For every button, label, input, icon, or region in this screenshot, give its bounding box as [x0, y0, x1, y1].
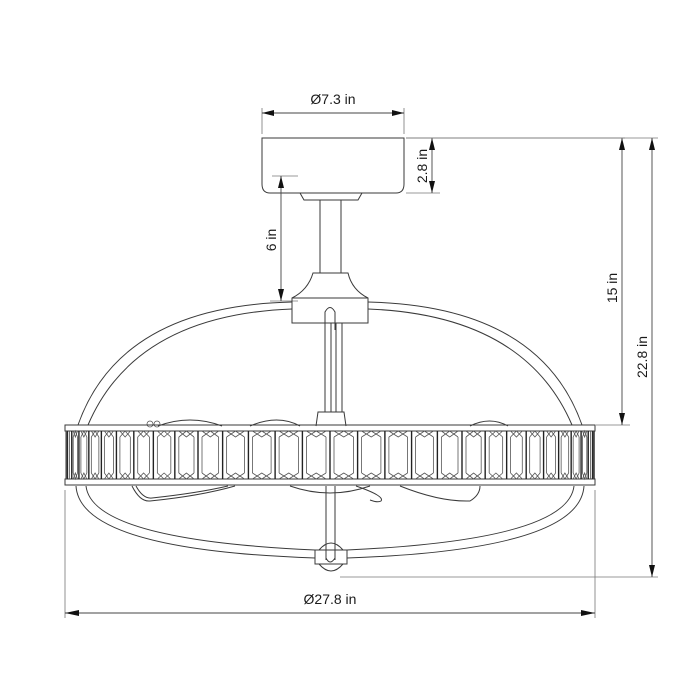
- overall-height-dimension: 22.8 in: [340, 137, 658, 578]
- height-to-ring-dimension: 15 in: [596, 138, 630, 426]
- crystal-ring: [64, 424, 596, 486]
- downrod: [319, 200, 342, 274]
- canopy-diameter-label: Ø7.3 in: [310, 91, 355, 107]
- canopy: [261, 137, 405, 201]
- overall-height-label: 22.8 in: [634, 336, 650, 378]
- canopy-diameter-dimension: Ø7.3 in: [261, 91, 405, 134]
- canopy-height-label: 2.8 in: [414, 149, 430, 183]
- downrod-length-dimension: 6 in: [263, 175, 298, 302]
- center-rods: [315, 323, 347, 427]
- height-to-ring-label: 15 in: [604, 273, 620, 303]
- bottom-hub: [314, 542, 348, 572]
- ring-facets: [66, 429, 595, 481]
- lower-cage: [75, 485, 585, 560]
- blades-bottom: [131, 485, 481, 503]
- top-hub: [291, 272, 369, 330]
- overall-diameter-dimension: Ø27.8 in: [64, 490, 596, 618]
- downrod-length-label: 6 in: [263, 229, 279, 252]
- upper-cage: [77, 301, 583, 426]
- blades-top: [146, 419, 509, 428]
- overall-diameter-label: Ø27.8 in: [304, 591, 357, 607]
- canopy-height-dimension: 2.8 in: [406, 137, 625, 194]
